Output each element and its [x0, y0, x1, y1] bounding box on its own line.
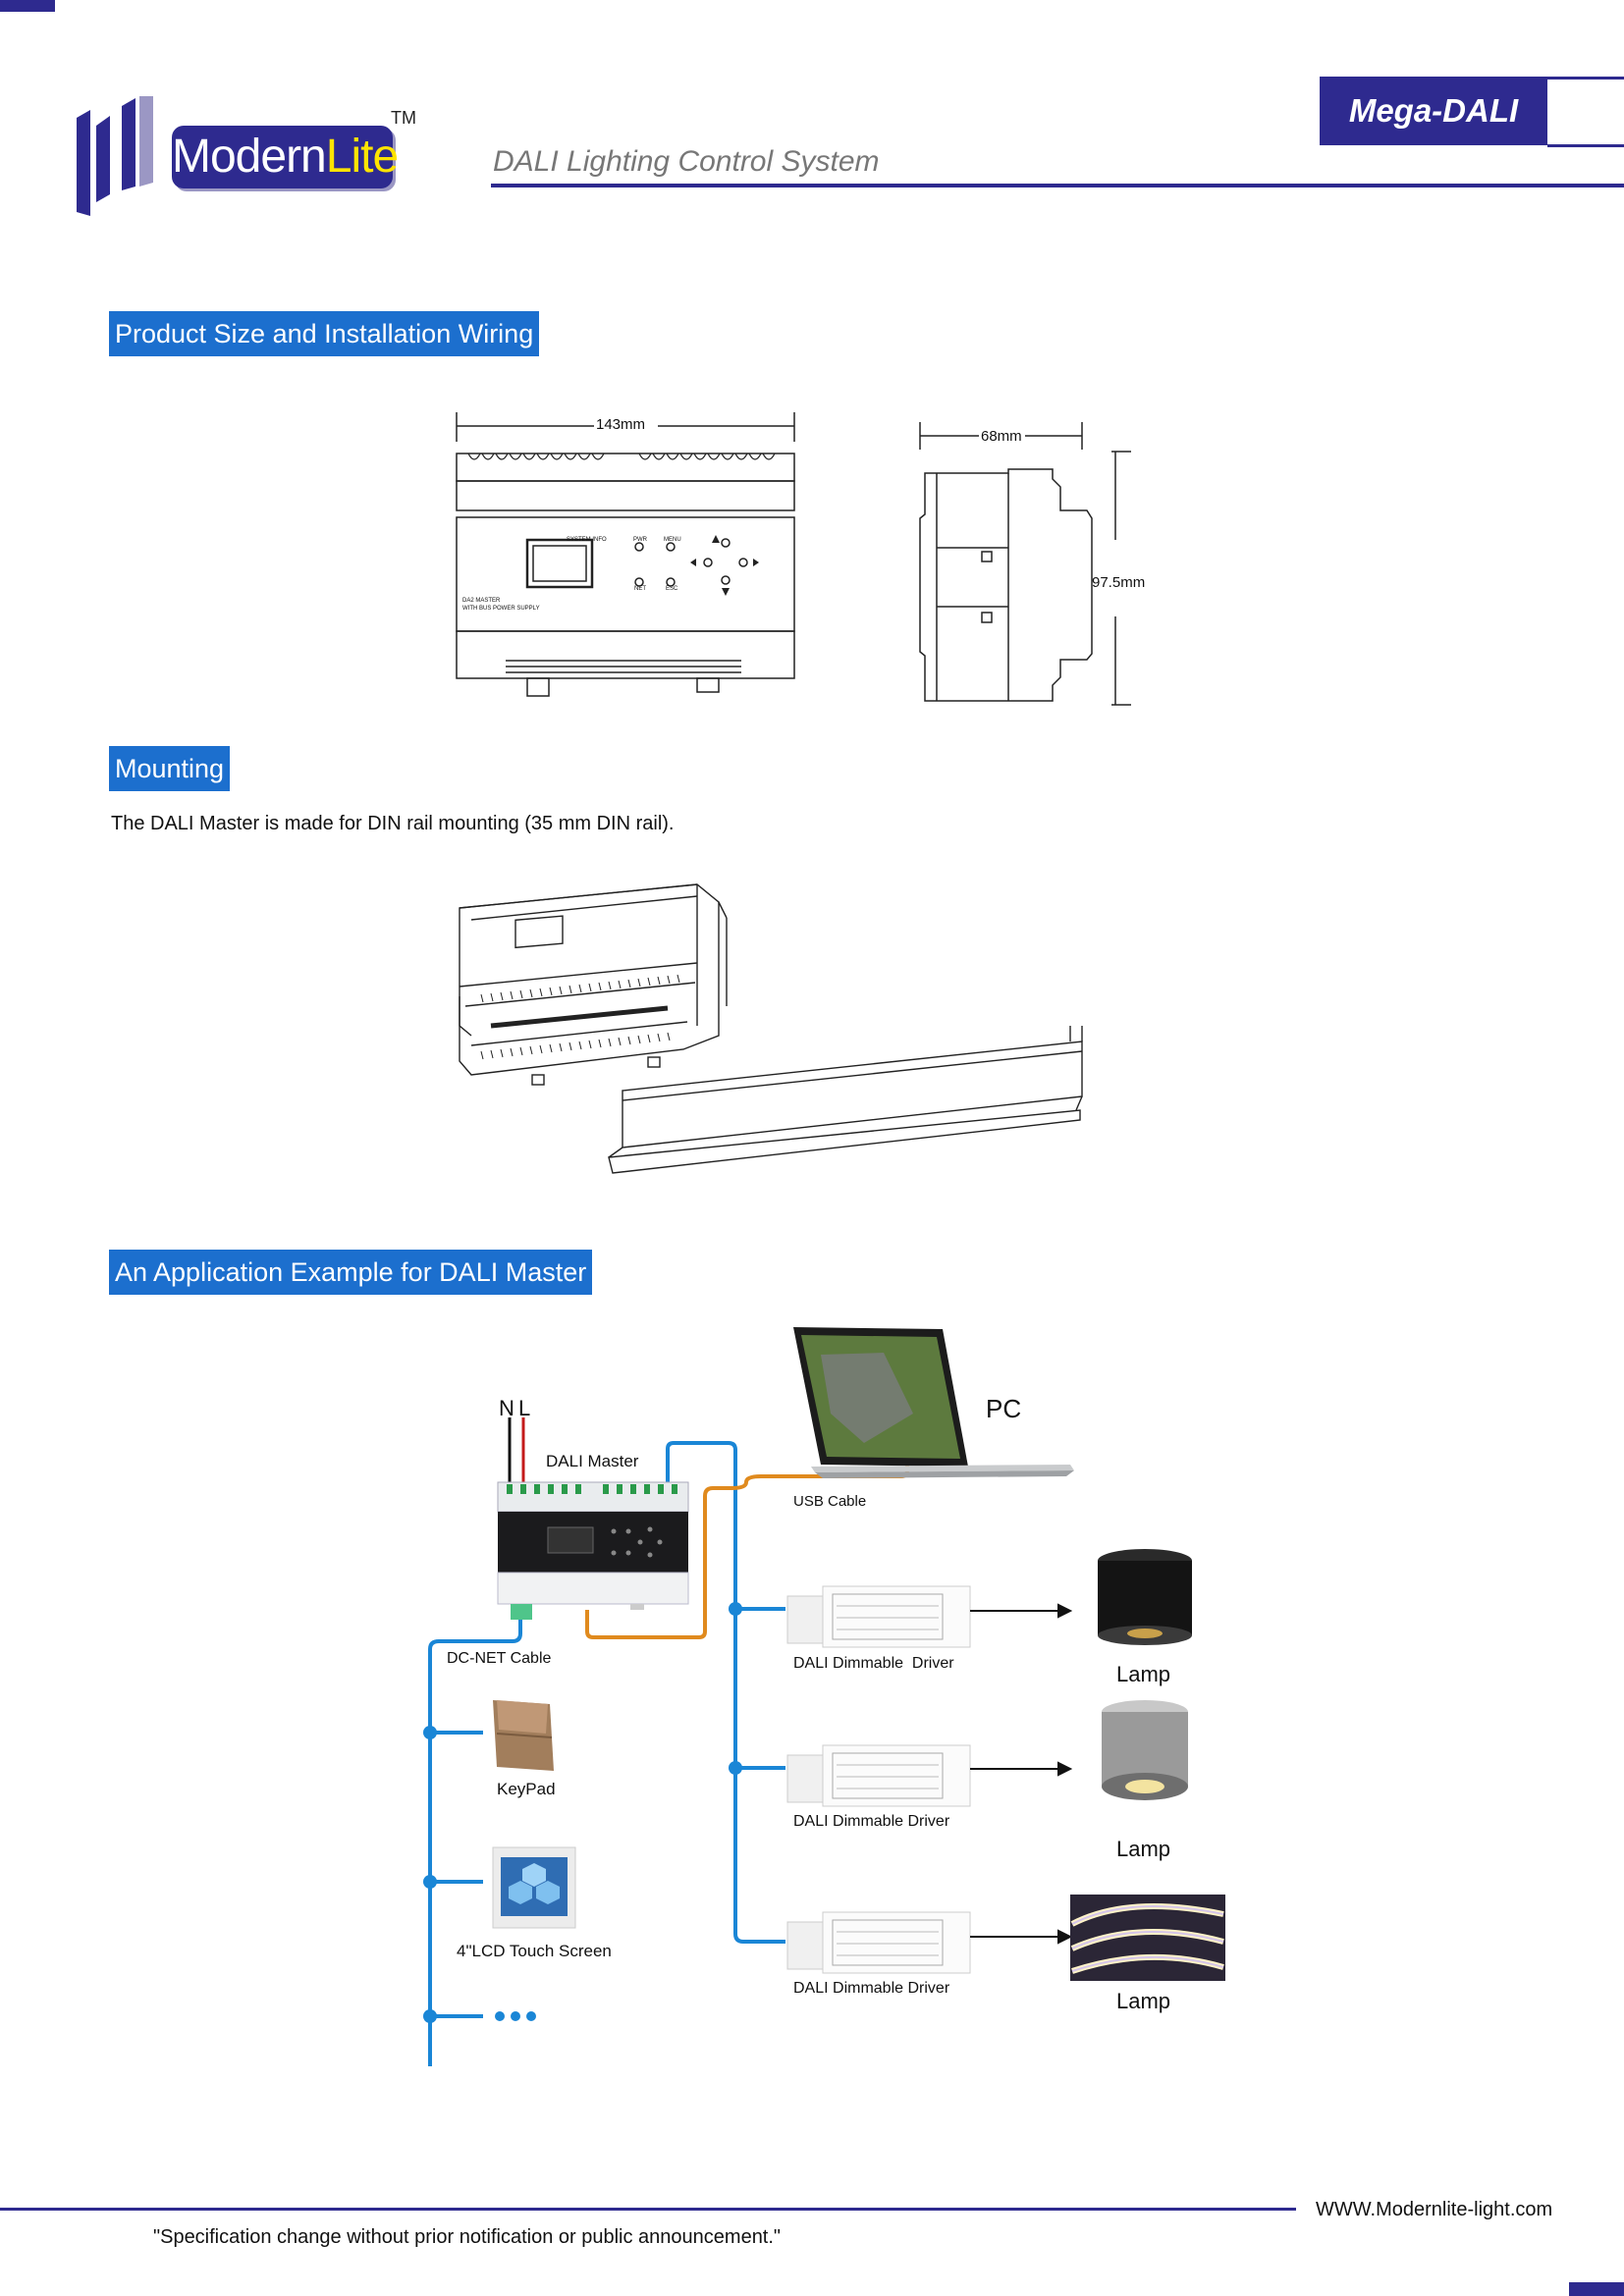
driver-2-label: DALI Dimmable Driver: [793, 1813, 950, 1830]
mounting-text: The DALI Master is made for DIN rail mou…: [111, 813, 675, 834]
dc-net-cable-label: DC-NET Cable: [447, 1650, 552, 1667]
dali-driver-2: [786, 1744, 971, 1807]
logo-main: Modern: [172, 131, 327, 183]
front-view-drawing: [456, 412, 795, 697]
dali-master-label: DALI Master: [546, 1452, 639, 1470]
section-title-application: An Application Example for DALI Master: [109, 1250, 593, 1295]
driver-1-label: DALI Dimmable Driver: [793, 1655, 954, 1672]
section-title-mounting: Mounting: [109, 746, 231, 791]
corner-mark-top: [0, 0, 55, 12]
keypad-label: KeyPad: [497, 1780, 556, 1798]
driver-3-label: DALI Dimmable Driver: [793, 1980, 950, 1997]
lamp-1-label: Lamp: [1116, 1662, 1171, 1686]
section-title-size: Product Size and Installation Wiring: [109, 311, 540, 356]
lcd-touch-screen: [492, 1846, 576, 1929]
page-subtitle: DALI Lighting Control System: [493, 145, 880, 178]
device-name-1: DA2 MASTER: [462, 598, 501, 604]
footer-url[interactable]: WWW.Modernlite-light.com: [1316, 2199, 1553, 2220]
height-dimension: 97.5mm: [1092, 574, 1146, 591]
vent-slots: [480, 974, 680, 1060]
panel-esc-label: ESC: [666, 586, 678, 592]
logo-bars-icon: [77, 96, 153, 216]
application-diagram: [423, 1327, 1225, 2066]
brand-badge: [1320, 77, 1547, 145]
dali-driver-1: [786, 1585, 971, 1648]
terminal-row: [467, 453, 776, 460]
brand-title: Mega-DALI: [1348, 92, 1519, 129]
panel-menu-label: MENU: [664, 537, 681, 543]
lcd-label: 4"LCD Touch Screen: [457, 1942, 612, 1960]
device-name-2: WITH BUS POWER SUPPLY: [462, 606, 540, 612]
logo-text: ModernLite: [172, 126, 399, 188]
lamp-2-label: Lamp: [1116, 1837, 1171, 1861]
brand-frame: [1547, 77, 1624, 147]
trademark: TM: [391, 108, 416, 128]
footer-note: "Specification change without prior noti…: [153, 2226, 782, 2248]
depth-dimension: 68mm: [981, 428, 1022, 445]
corner-mark-bottom: [1569, 2282, 1624, 2296]
lamp-3-led-strip: [1070, 1895, 1225, 1981]
lamp-1-downlight: [1098, 1549, 1192, 1645]
lamp-3-label: Lamp: [1116, 1989, 1171, 2013]
panel-net-label: NET: [634, 586, 646, 592]
panel-display-label: SYSTEM INFO: [567, 537, 607, 543]
dali-driver-3: [786, 1911, 971, 1974]
panel-pwr-label: PWR: [633, 537, 647, 543]
footer-rule: [0, 2208, 1296, 2211]
logo-badge: [172, 126, 393, 188]
usb-cable-label: USB Cable: [793, 1493, 867, 1510]
lamp-2-downlight: [1102, 1700, 1188, 1800]
pc-laptop: [793, 1327, 1074, 1478]
logo-accent: Lite: [325, 131, 399, 183]
din-rail-mounting-drawing: [459, 883, 1083, 1174]
keypad-device: [493, 1700, 554, 1771]
dali-master-device: [497, 1481, 689, 1620]
neutral-wire-label: N: [499, 1396, 514, 1420]
pc-label: PC: [986, 1394, 1022, 1423]
live-wire-label: L: [518, 1396, 531, 1420]
width-dimension: 143mm: [596, 416, 646, 433]
side-view-drawing: [919, 422, 1131, 706]
header-rule: [491, 184, 1624, 187]
